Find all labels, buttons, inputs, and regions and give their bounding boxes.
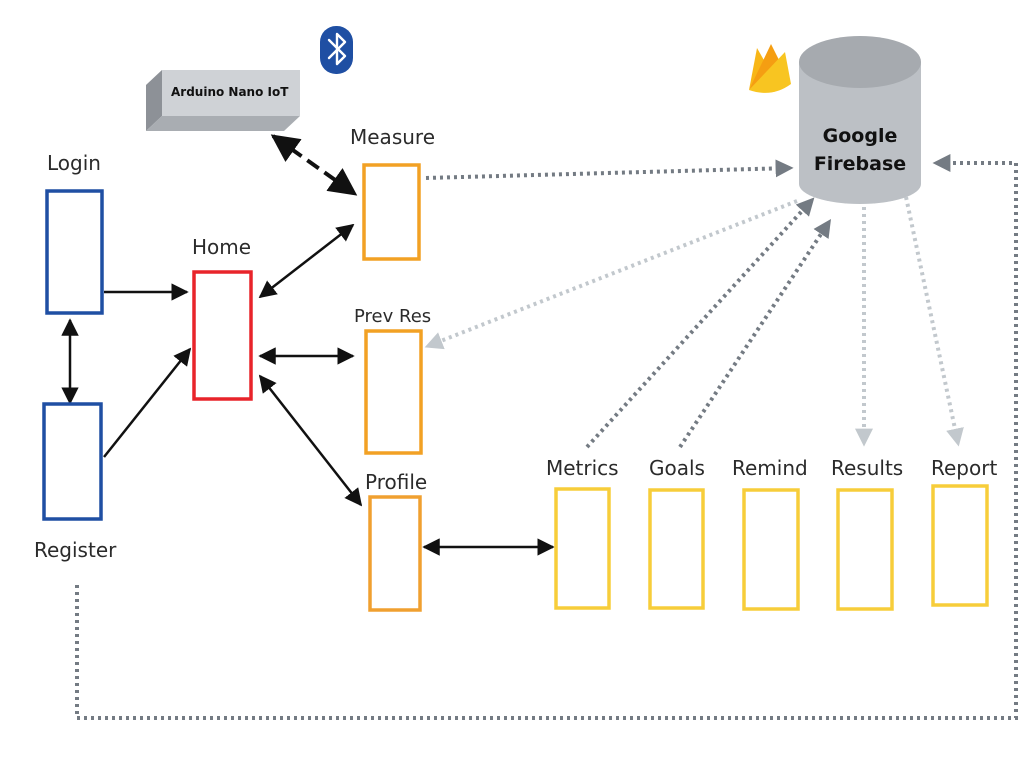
remind-screen-box [742, 488, 800, 611]
profile-label: Profile [365, 470, 427, 494]
profile-screen-box [368, 495, 422, 612]
measure-screen-box [362, 163, 421, 261]
remind-label: Remind [732, 456, 808, 480]
prev-res-screen-box [364, 329, 423, 455]
bluetooth-icon [320, 26, 353, 74]
goals-to-firebase-connector [678, 218, 831, 449]
home-label: Home [192, 235, 251, 259]
home-profile-connector [258, 374, 363, 507]
measure-to-firebase-connector [425, 159, 794, 180]
register-label: Register [34, 538, 117, 562]
goals-label: Goals [649, 456, 705, 480]
report-screen-box [931, 484, 989, 607]
goals-screen-box [648, 488, 705, 610]
arduino-measure-connector [270, 134, 358, 196]
login-screen-box [45, 189, 104, 315]
metrics-label: Metrics [546, 456, 619, 480]
login-label: Login [47, 151, 101, 175]
firebase-database: Google Firebase [799, 36, 921, 204]
metrics-to-firebase-connector [585, 197, 815, 449]
database-title-line2: Firebase [814, 153, 906, 175]
firebase-to-prev-res-connector [424, 199, 798, 350]
metrics-screen-box [554, 487, 611, 610]
arduino-label: Arduino Nano IoT [171, 85, 289, 99]
results-screen-box [836, 488, 894, 611]
register-to-home-connector [103, 347, 192, 458]
results-label: Results [831, 456, 903, 480]
firebase-icon [749, 44, 791, 93]
home-screen-box [192, 270, 253, 401]
register-to-firebase-connector [75, 154, 1018, 720]
measure-label: Measure [350, 125, 435, 149]
database-title-line1: Google [823, 125, 898, 147]
register-screen-box [42, 402, 103, 521]
report-label: Report [931, 456, 997, 480]
home-measure-connector [258, 223, 355, 299]
arduino-device: Arduino Nano IoT [146, 70, 300, 131]
firebase-to-report-connector [904, 196, 964, 447]
prev-res-label: Prev Res [354, 306, 431, 327]
